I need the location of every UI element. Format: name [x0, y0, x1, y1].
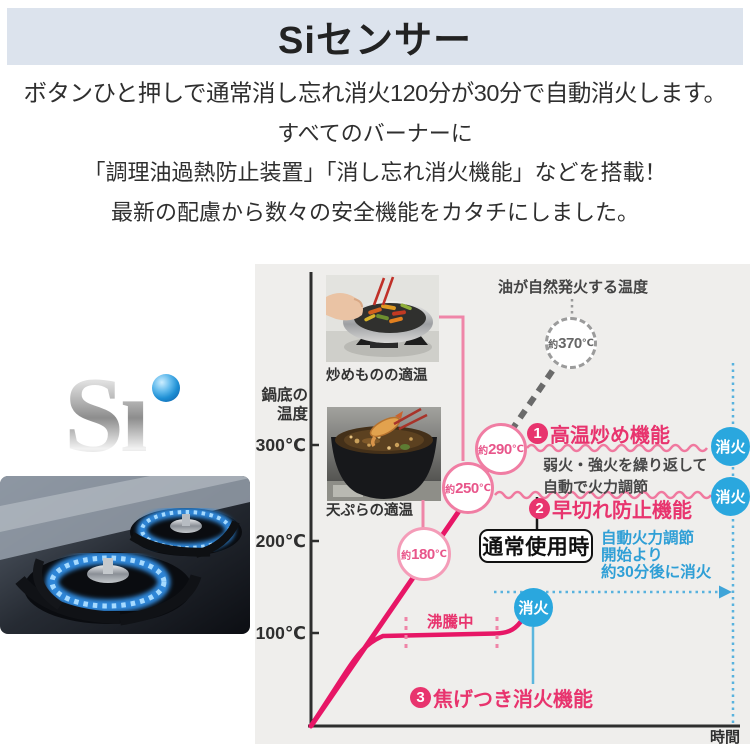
extinguish-badge-1: 消火 [711, 427, 750, 466]
feature-2-title: 早切れ防止機能 [552, 500, 692, 522]
feature-1-number-icon: 1 [527, 423, 548, 444]
stirfry-photo-graphic [326, 275, 439, 362]
green-vegetable [400, 444, 410, 450]
stove-burner-photo [0, 476, 250, 634]
feature-1-description: 弱火・強火を繰り返して 自動で火力調節 [543, 457, 708, 496]
si-logo: Sı [64, 366, 194, 474]
normal-usage-box: 通常使用時 [479, 529, 593, 563]
si-logo-blue-dot-icon [152, 374, 180, 402]
back-burner [129, 507, 242, 558]
tempura-caption: 天ぷらの適温 [326, 503, 413, 519]
stirfry-caption: 炒めものの適温 [326, 368, 428, 384]
hand [326, 293, 363, 321]
feature-3-title: 焦げつき消火機能 [433, 689, 593, 711]
intro-paragraph: ボタンひと押しで通常消し忘れ消火120分が30分で自動消火します。 すべてのバー… [0, 74, 750, 232]
vegetables [364, 303, 412, 324]
feature-2-label: 2 早切れ防止機能 [529, 494, 692, 523]
feature-3-number-icon: 3 [410, 687, 431, 708]
stove-photo-graphic [0, 476, 250, 634]
y-tick-300: 300℃ [255, 435, 306, 455]
oil-ignition-label: 油が自然発火する温度 [497, 279, 648, 296]
x-axis-label: 時間 [710, 729, 741, 746]
page-title: Siセンサー [278, 20, 472, 62]
tempura-shrimp [369, 411, 403, 448]
title-bar: Siセンサー [7, 8, 743, 65]
extinguish-badge-3: 消火 [514, 588, 553, 627]
feature-1-title: 高温炒め機能 [550, 425, 670, 447]
intro-line-3: 「調理油過熱防止装置」「消し忘れ消火機能」などを搭載！ [83, 160, 667, 185]
tempura-photo-graphic [327, 407, 441, 501]
si-logo-text: Sı [64, 356, 147, 475]
y-axis-label: 鍋底の 温度 [261, 387, 308, 423]
intro-line-4: 最新の配慮から数々の安全機能をカタチにしました。 [110, 199, 639, 225]
y-tick-100: 100℃ [255, 623, 306, 643]
feature-3-label: 3 焦げつき消火機能 [410, 683, 593, 712]
auto-off-note: 自動火力調節 開始より 約30分後に消火 [601, 530, 712, 581]
y-tick-200: 200℃ [255, 531, 306, 551]
feature-1-label: 1 高温炒め機能 [527, 419, 670, 448]
intro-line-2: すべてのバーナーに [277, 120, 473, 146]
extinguish-badge-2: 消火 [711, 477, 750, 516]
intro-line-1: ボタンひと押しで通常消し忘れ消火120分が30分で自動消火します。 [23, 80, 727, 106]
stirfry-photo [326, 275, 439, 362]
boiling-label: 沸騰中 [427, 614, 474, 631]
feature-2-number-icon: 2 [529, 498, 550, 519]
front-burner [15, 551, 202, 626]
tempura-photo [327, 407, 441, 501]
